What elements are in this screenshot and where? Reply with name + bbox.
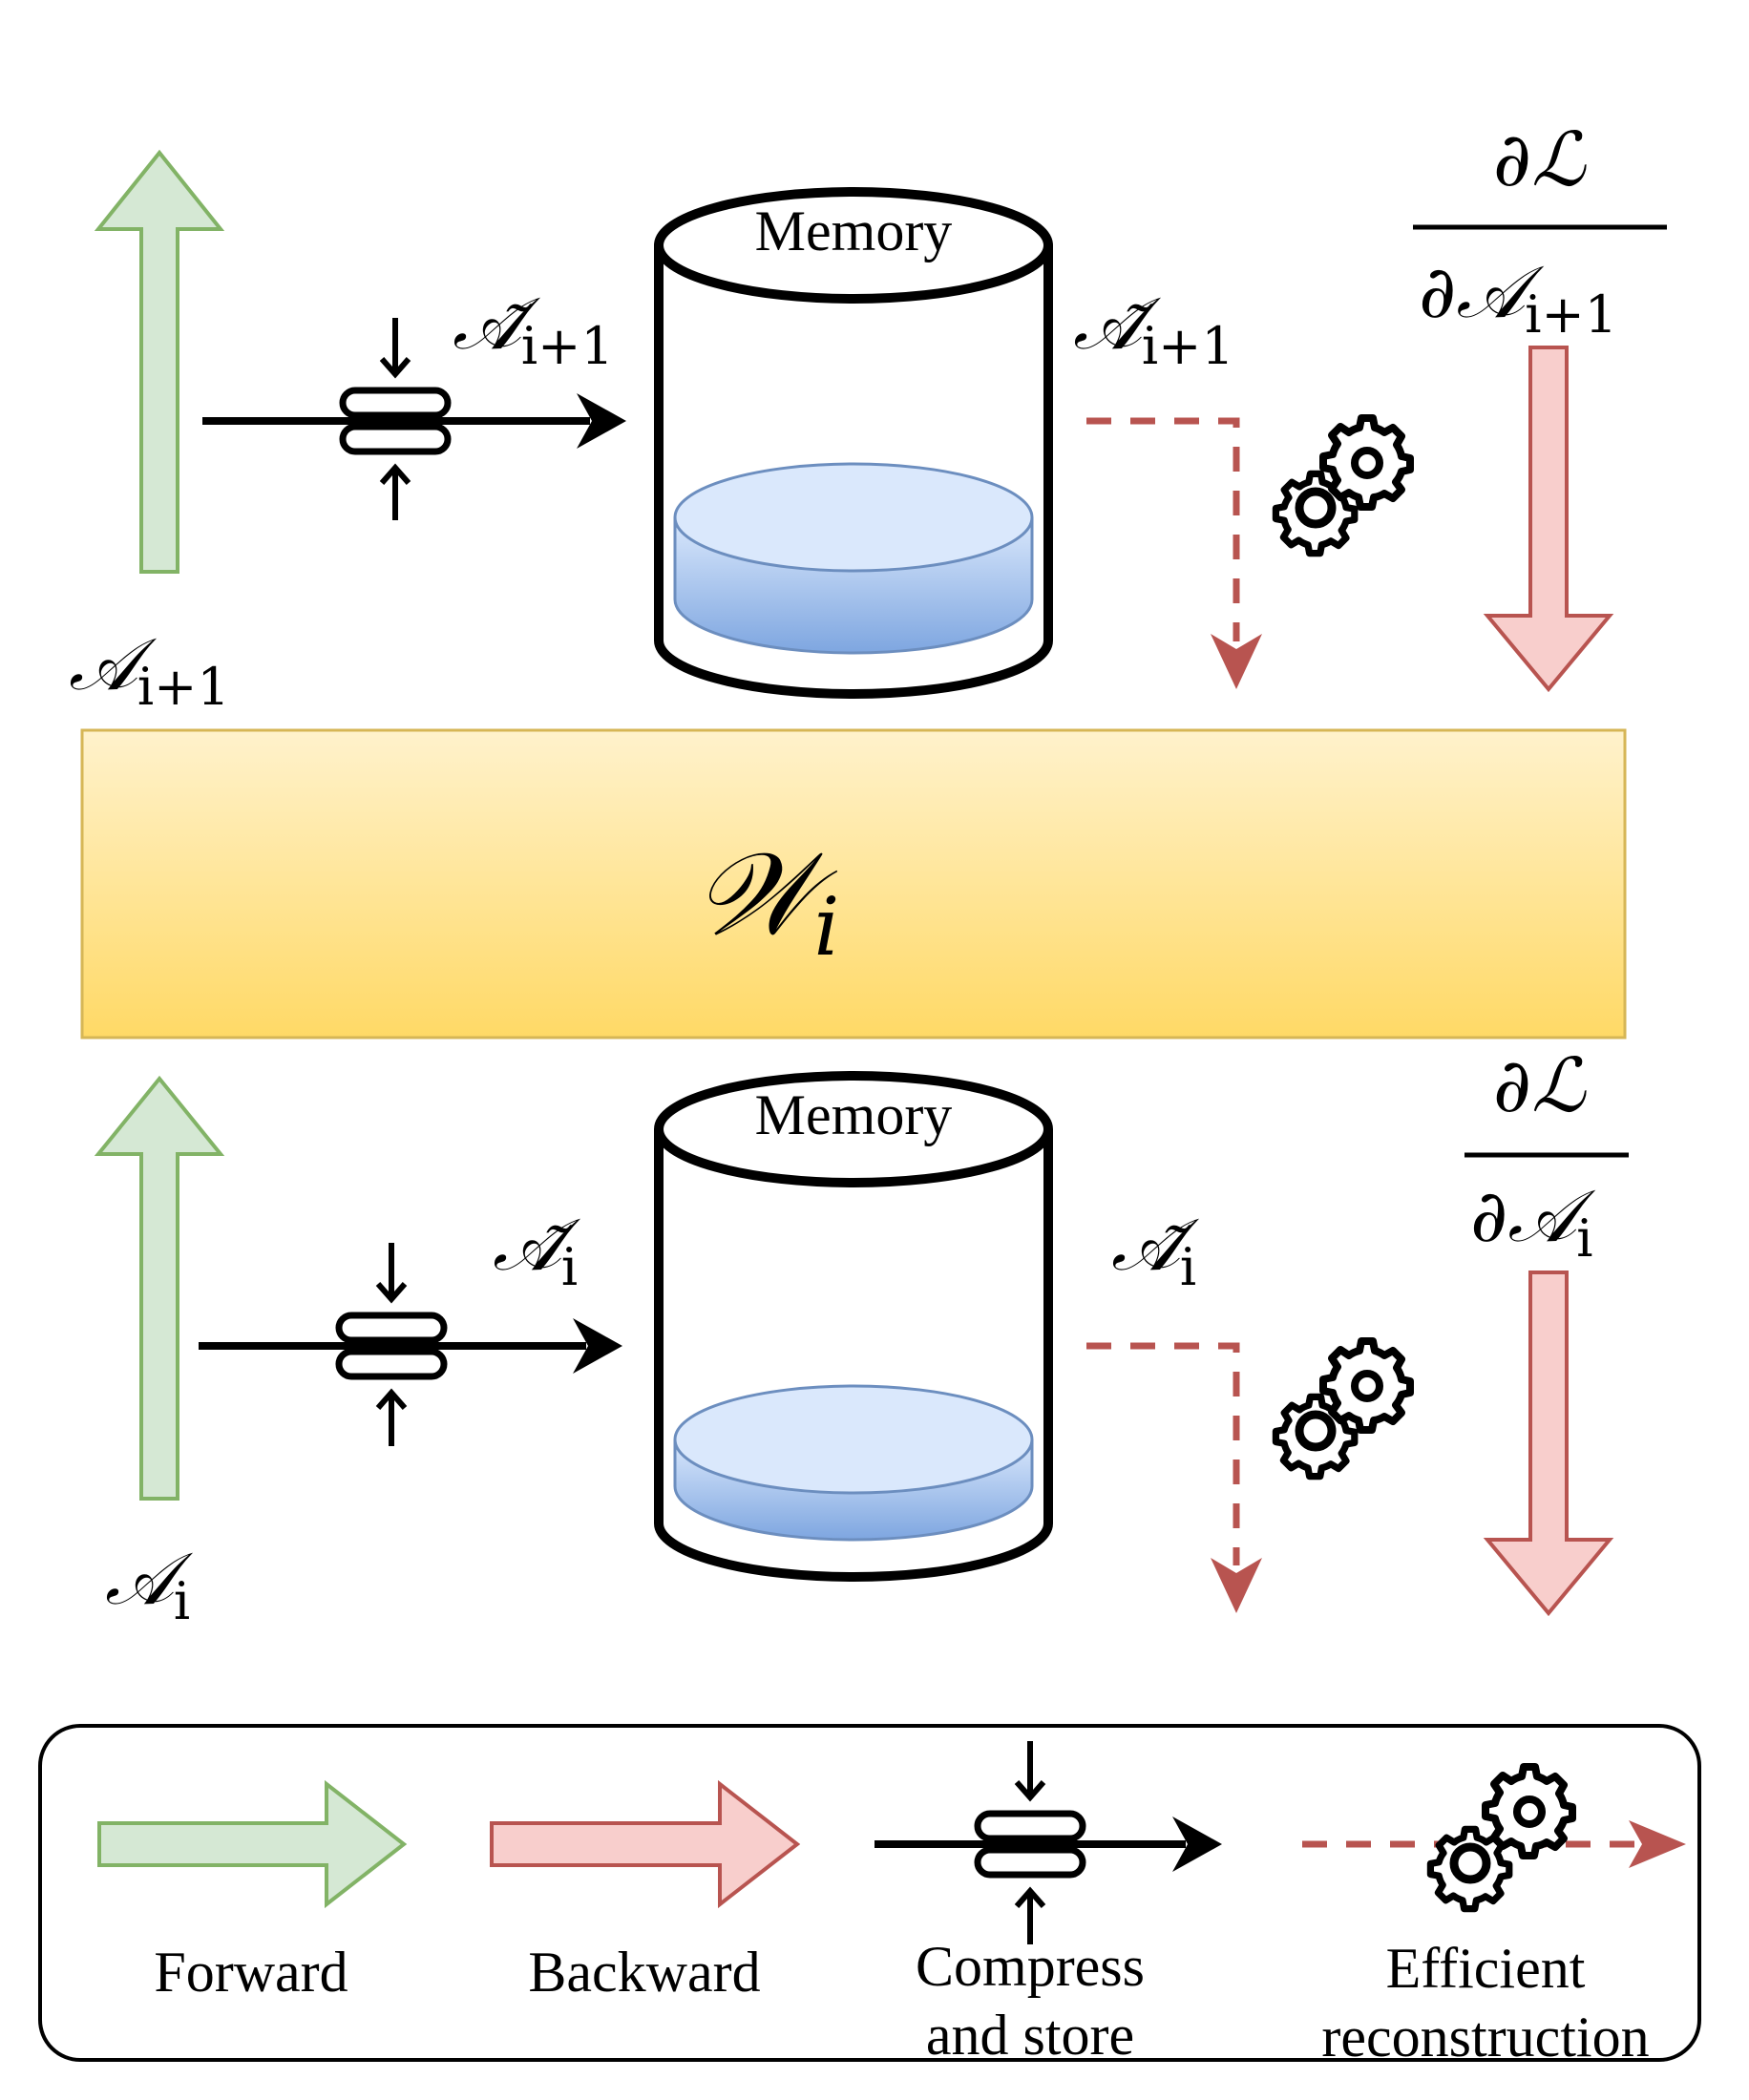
reconstruct-arrow-top <box>1086 417 1262 689</box>
memory-cylinder-top <box>654 187 1053 699</box>
reconstruct-arrow-bottom <box>1086 1342 1262 1613</box>
compressed-top-label: 𝒜̃i+1 <box>453 281 614 376</box>
legend-backward-arrow <box>490 1779 801 1909</box>
activation-bottom-label: 𝒜i <box>105 1536 194 1631</box>
legend-compress-label-line1: Compress <box>916 1935 1145 1998</box>
gradient-bottom-denominator: ∂𝒜i <box>1470 1173 1596 1269</box>
compressed-bottom-label: 𝒜̃i <box>493 1202 581 1297</box>
gears-icon-bottom <box>1275 1337 1414 1477</box>
weight-layer: 𝒲i <box>80 728 1627 1040</box>
memory-cylinder-bottom <box>654 1071 1053 1582</box>
memory-top-label: Memory <box>755 200 953 262</box>
gradient-top-numerator: ∂ℒ <box>1493 117 1587 203</box>
reconstructed-top-label: 𝒜̃i+1 <box>1073 281 1234 376</box>
legend-reconstruct-arrow <box>1302 1820 1686 1868</box>
backward-arrow-top <box>1483 346 1614 693</box>
gears-icon-top <box>1275 414 1414 554</box>
legend-box <box>38 1724 1701 2062</box>
legend-compress-label-line2: and store <box>926 2004 1134 2067</box>
gradient-top-denominator: ∂𝒜i+1 <box>1419 249 1617 345</box>
forward-arrow-bottom <box>94 1075 225 1501</box>
legend-backward-label: Backward <box>528 1941 760 2004</box>
memory-bottom-label: Memory <box>755 1083 953 1146</box>
legend-gears-icon <box>1430 1763 1576 1909</box>
backward-arrow-bottom <box>1483 1270 1614 1617</box>
top-row: 𝒜i+1 𝒜̃i+1 Memory 𝒜̃i+1 <box>69 117 1667 717</box>
weight-layer-box <box>80 728 1627 1040</box>
legend-forward-label: Forward <box>154 1941 348 2004</box>
gradient-top: ∂ℒ ∂𝒜i+1 <box>1413 117 1667 345</box>
legend-compress-icon <box>874 1741 1222 1944</box>
legend-forward-arrow <box>97 1779 408 1909</box>
forward-arrow-top <box>94 149 225 574</box>
legend-reconstruct-label-line2: reconstruction <box>1321 2006 1649 2068</box>
compress-icon-bottom <box>199 1243 622 1446</box>
gradient-bottom: ∂ℒ ∂𝒜i <box>1465 1043 1629 1269</box>
bottom-row: 𝒜i 𝒜̃i Memory 𝒜̃i <box>94 1043 1629 1631</box>
gradient-bottom-numerator: ∂ℒ <box>1493 1043 1587 1129</box>
compress-icon-top <box>202 318 626 520</box>
legend: Forward Backward Compress and store <box>38 1724 1701 2068</box>
reconstructed-bottom-label: 𝒜̃i <box>1111 1202 1200 1297</box>
legend-reconstruct-label-line1: Efficient <box>1386 1937 1586 2000</box>
activation-top-label: 𝒜i+1 <box>69 621 230 717</box>
